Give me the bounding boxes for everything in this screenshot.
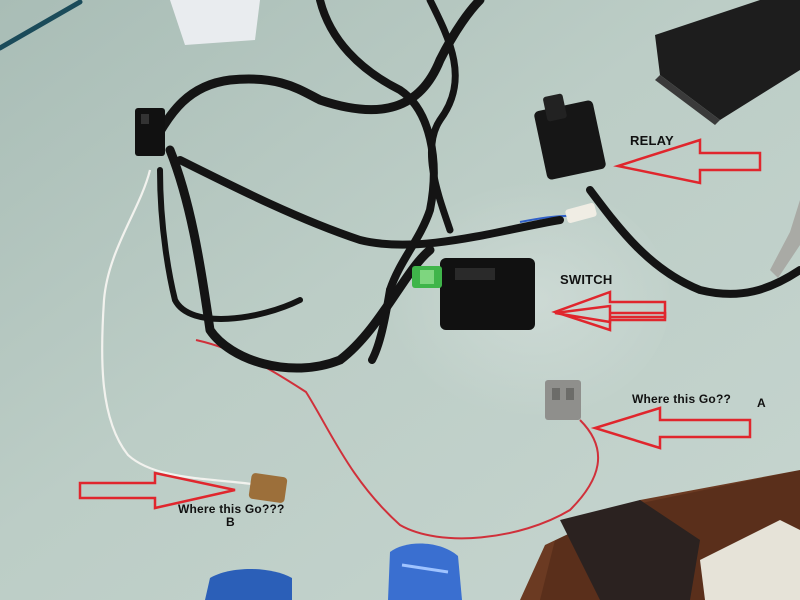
- black-case-edge: [655, 75, 720, 125]
- arrow-switch: [554, 304, 667, 324]
- red-arrows: [78, 138, 762, 510]
- arrow-relay: [613, 138, 762, 185]
- black-case: [655, 0, 800, 120]
- red-wire: [195, 339, 599, 540]
- where-this-go-a-label: Where this Go??: [632, 392, 731, 406]
- switch-block: [412, 258, 535, 330]
- white-plug: [565, 203, 597, 223]
- letter-a-label: A: [757, 396, 766, 410]
- key: [770, 200, 800, 278]
- pen: [0, 0, 83, 51]
- white-wire: [101, 169, 261, 487]
- chair-frame: [560, 500, 700, 600]
- arrow-switch-main: [551, 290, 667, 332]
- blue-shoe-left: [205, 569, 292, 600]
- tan-connector-b: [248, 473, 288, 503]
- chair-seat: [700, 520, 800, 600]
- relay-label: RELAY: [630, 133, 674, 148]
- where-this-go-b-label: Where this Go???: [178, 502, 285, 516]
- arrow-b: [78, 471, 236, 510]
- black-harness: [145, 0, 800, 373]
- blue-shoe-right: [388, 543, 462, 600]
- left-connector: [135, 108, 165, 156]
- grey-connector-a: [545, 380, 581, 420]
- paper-sheet: [170, 0, 260, 45]
- letter-b-label: B: [226, 515, 235, 529]
- switch-label: SWITCH: [560, 272, 613, 287]
- shoe-lace: [401, 563, 449, 574]
- relay-block: [534, 93, 606, 180]
- arrow-a: [590, 406, 752, 450]
